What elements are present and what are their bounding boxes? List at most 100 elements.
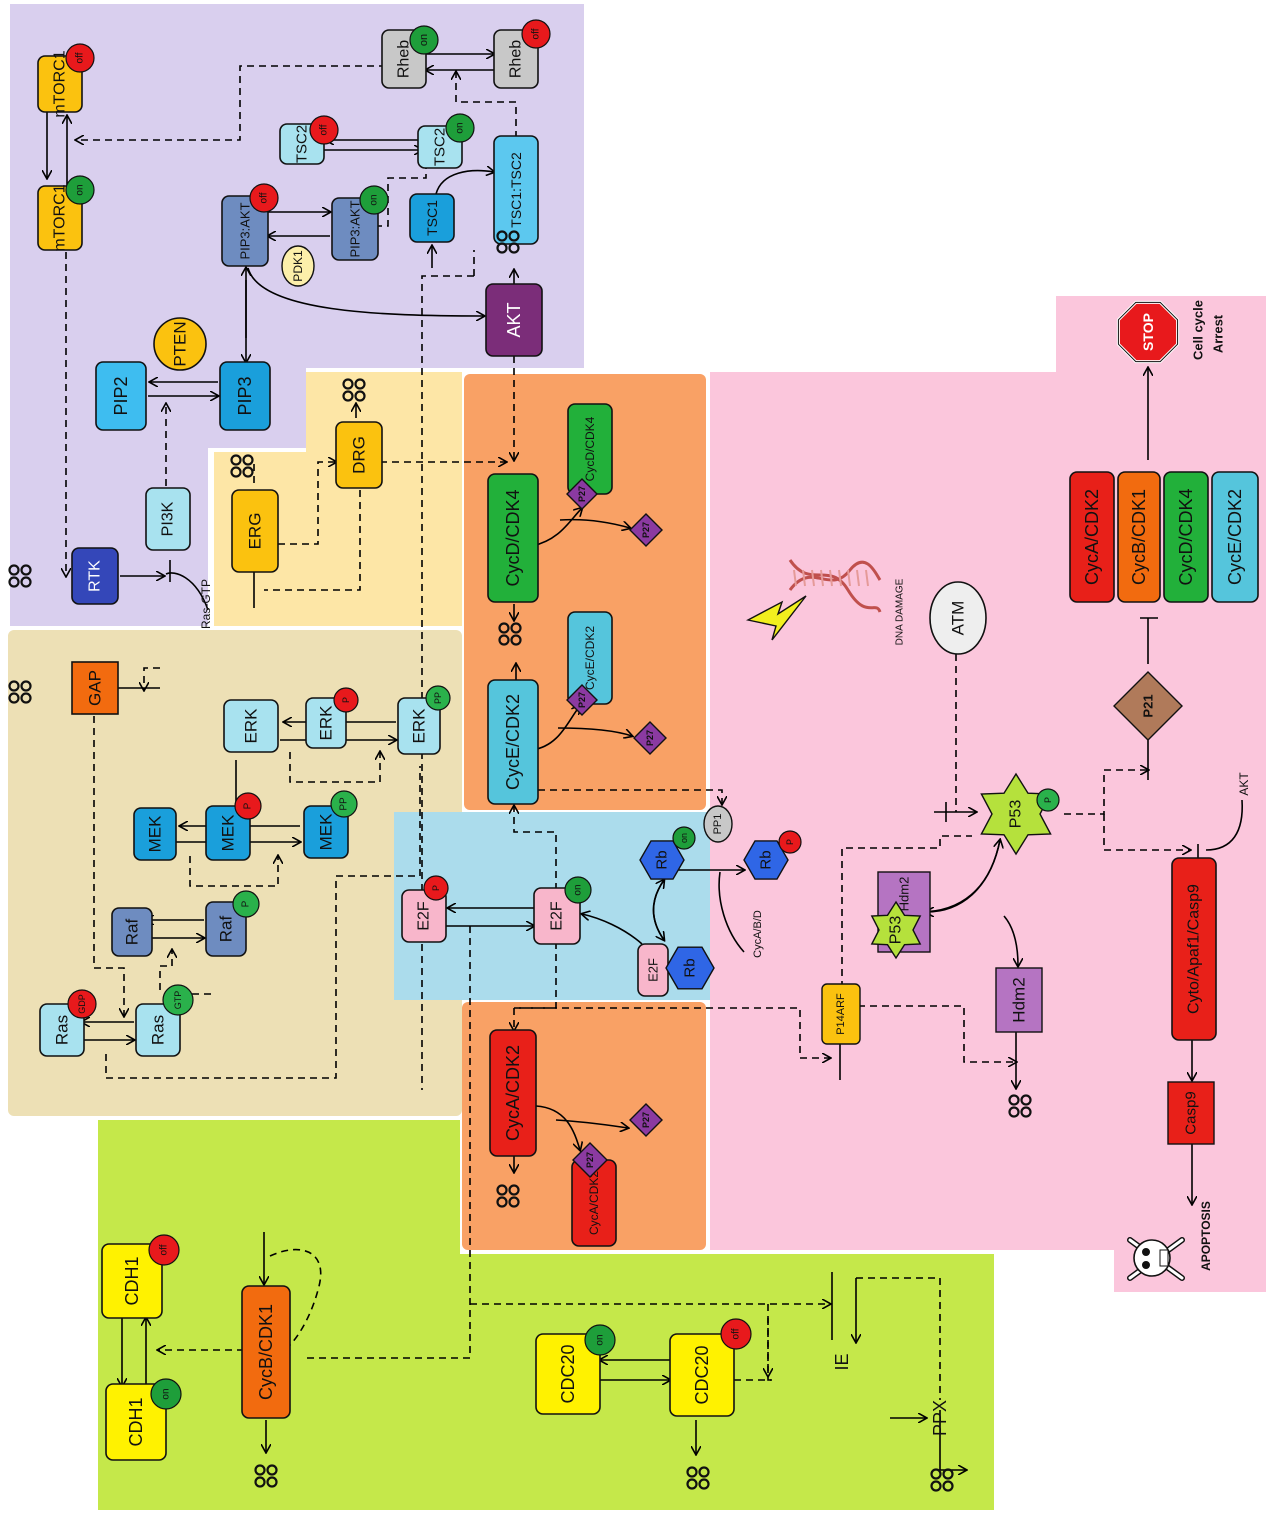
atm-node[interactable]: ATM [929, 581, 987, 655]
p27-node[interactable]: P27 [566, 478, 598, 510]
svg-text:P: P [431, 885, 441, 891]
mek2-node[interactable]: MEK [205, 805, 251, 861]
pp1-node[interactable]: PP1 [703, 805, 733, 843]
raf1-label: Raf [123, 919, 142, 946]
degradation-icon [8, 564, 32, 588]
cdc20-off-node[interactable]: CDC20 [669, 1333, 735, 1417]
cdc20-on-node[interactable]: CDC20 [535, 1333, 601, 1415]
cycb-cdk1-label: CycB/CDK1 [256, 1304, 276, 1400]
mek1-node[interactable]: MEK [133, 807, 177, 861]
on-badge: on [359, 185, 389, 215]
p27-node[interactable]: P27 [633, 721, 667, 755]
drg-node[interactable]: DRG [335, 421, 383, 489]
p14arf-node[interactable]: P14ARF [821, 983, 861, 1045]
erk1-label: ERK [242, 708, 261, 744]
mtorc1-on-node[interactable]: mTORC1 [37, 184, 83, 252]
arrest-cyce-label: CycE/CDK2 [1225, 489, 1245, 585]
degradation-icon [930, 1468, 954, 1492]
hdm2-node[interactable]: Hdm2 [995, 967, 1043, 1033]
pip3-akt-off-node[interactable]: PIP3:AKT [221, 195, 269, 267]
pip3-node[interactable]: PIP3 [219, 361, 271, 431]
tsc1-tsc2-label: TSC1:TSC2 [508, 152, 524, 228]
pip3-akt-on-node[interactable]: PIP3:AKT [331, 197, 379, 261]
svg-text:on: on [369, 194, 380, 205]
tsc1-node[interactable]: TSC1 [409, 193, 455, 243]
pp-badge: PP [425, 685, 451, 711]
on-badge: on [65, 175, 95, 205]
mapk-pathway-region [8, 630, 462, 1116]
degradation-icon [342, 378, 366, 402]
arrest-cycb-node[interactable]: CycB/CDK1 [1117, 471, 1161, 603]
p27-node[interactable]: P27 [629, 513, 663, 547]
cyto-apaf-node[interactable]: Cyto/Apaf1/Casp9 [1171, 857, 1217, 1041]
svg-text:on: on [573, 884, 584, 895]
cyca-cdk2-small-node[interactable]: CycA/CDK2 [571, 1159, 617, 1247]
rb-p-node[interactable]: Rb [743, 840, 789, 880]
erk2-node[interactable]: ERK [305, 697, 347, 749]
p27-label: P27 [645, 730, 655, 746]
pdk1-node[interactable]: PDK1 [281, 245, 315, 287]
cdh1-off-node[interactable]: CDH1 [101, 1243, 163, 1319]
casp9-node[interactable]: Casp9 [1167, 1081, 1215, 1145]
p53-hdm2-p53-node[interactable]: P53 [870, 900, 922, 960]
svg-text:PP: PP [339, 797, 350, 811]
pi3k-node[interactable]: PI3K [145, 487, 191, 551]
pip2-node[interactable]: PIP2 [95, 361, 147, 431]
pten-node[interactable]: PTEN [153, 317, 207, 371]
mek3-node[interactable]: MEK [303, 805, 349, 859]
ras-gtp-node[interactable]: Ras [135, 1003, 181, 1057]
cycd-cdk4-node[interactable]: CycD/CDK4 [487, 473, 539, 603]
arrest-cyca-node[interactable]: CycA/CDK2 [1069, 471, 1115, 603]
raf2-node[interactable]: Raf [205, 901, 247, 957]
cyce-cdk2-node[interactable]: CycE/CDK2 [487, 679, 539, 805]
svg-text:off: off [259, 192, 270, 203]
raf1-node[interactable]: Raf [111, 907, 153, 957]
pi3k-label: PI3K [160, 501, 177, 536]
akt-node[interactable]: AKT [485, 283, 543, 357]
gap-node[interactable]: GAP [71, 661, 119, 715]
p27-node[interactable]: P27 [566, 684, 598, 716]
lightning-icon [745, 595, 807, 641]
mtorc1-on-label: mTORC1 [52, 184, 69, 251]
degradation-icon [230, 454, 254, 478]
erg-node[interactable]: ERG [231, 489, 279, 573]
cycb-cdk1-node[interactable]: CycB/CDK1 [241, 1285, 291, 1419]
svg-text:on: on [455, 122, 466, 133]
svg-text:P: P [1043, 797, 1053, 803]
arrest-cyce-node[interactable]: CycE/CDK2 [1211, 471, 1259, 603]
tsc1-tsc2-node[interactable]: TSC1:TSC2 [493, 135, 539, 245]
cyce-cdk2-small-node[interactable]: CycE/CDK2 [567, 611, 613, 705]
rheb-off-label: Rheb [508, 40, 525, 78]
cyca-cdk2-node[interactable]: CycA/CDK2 [489, 1029, 537, 1157]
e2f-on-node[interactable]: E2F [533, 887, 581, 945]
erk1-node[interactable]: ERK [223, 699, 279, 753]
p21-node[interactable]: P21 [1113, 671, 1183, 741]
degradation-icon [1008, 1094, 1032, 1118]
p53-hdm2-p53-label: P53 [888, 916, 905, 945]
rb-complex-node[interactable]: Rb [665, 946, 715, 990]
dna-damage-label: DNA DAMAGE [895, 578, 906, 645]
rtk-node[interactable]: RTK [71, 547, 119, 605]
erk3-label: ERK [410, 708, 429, 744]
p27-node[interactable]: P27 [572, 1142, 608, 1178]
mtorc1-off-node[interactable]: mTORC1 [37, 50, 83, 118]
erg-label: ERG [246, 513, 265, 550]
off-badge: off [148, 1234, 180, 1266]
cdh1-on-node[interactable]: CDH1 [105, 1383, 167, 1461]
erk3-node[interactable]: ERK [397, 697, 441, 755]
stop-sign-icon: STOP [1116, 300, 1180, 364]
cycd-cdk4-small-node[interactable]: CycD/CDK4 [567, 403, 613, 495]
p27-label: P27 [585, 1152, 595, 1168]
svg-text:off: off [159, 1244, 170, 1255]
arrest-cycd-node[interactable]: CycD/CDK4 [1163, 471, 1209, 603]
pip3-label: PIP3 [235, 376, 255, 415]
off-badge: off [720, 1318, 752, 1350]
rtk-label: RTK [87, 560, 104, 592]
drg-label: DRG [350, 436, 369, 474]
e2f-rb-e2f-node[interactable]: E2F [637, 943, 669, 997]
rb-on-node[interactable]: Rb [639, 840, 685, 880]
svg-text:on: on [418, 34, 430, 46]
ras-gdp-node[interactable]: Ras [39, 1003, 85, 1057]
p27-node[interactable]: P27 [629, 1103, 663, 1137]
ras-gdp-label: Ras [53, 1015, 72, 1045]
